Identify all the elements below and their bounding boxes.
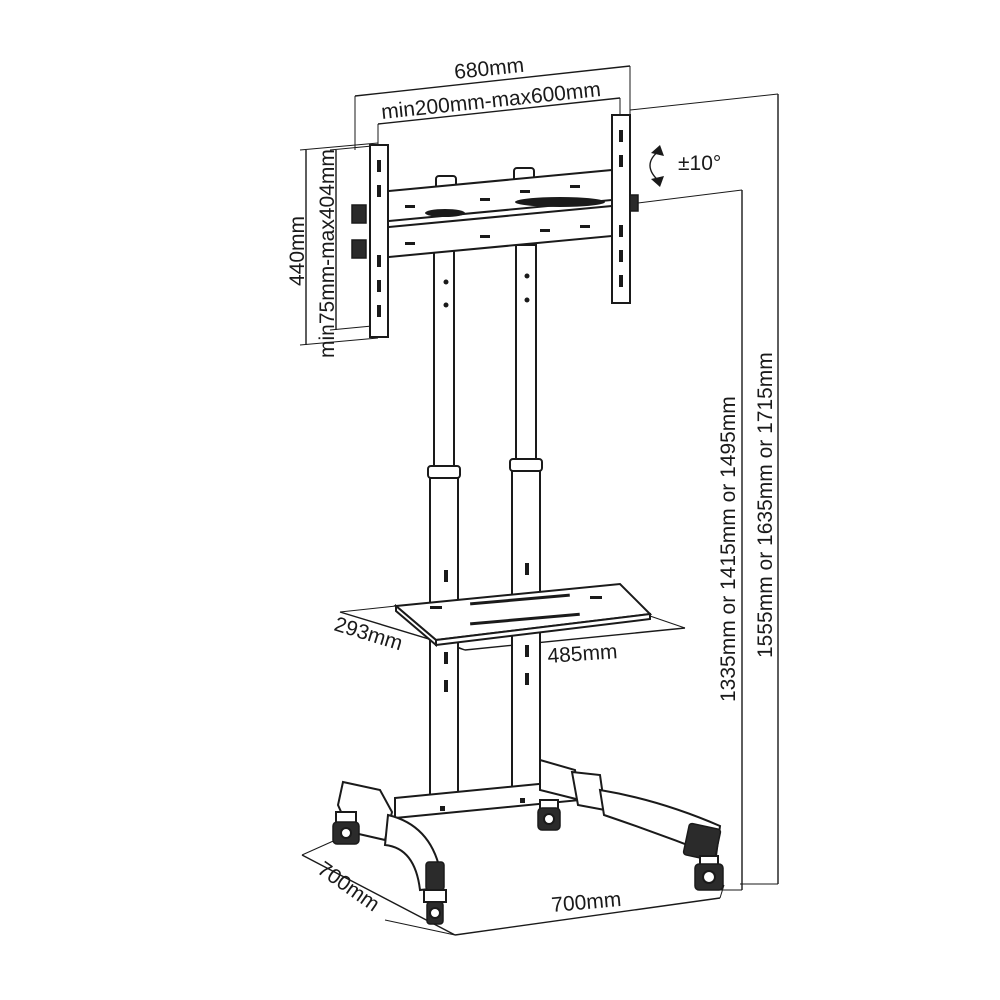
mount-crossbars (377, 168, 613, 260)
tilt-label: ±10° (678, 152, 721, 175)
shelf-width-label: 485mm (547, 640, 618, 668)
bracket-height-dimension: 440mm (286, 142, 379, 346)
vesa-width-label: min200mm-max600mm (380, 78, 602, 124)
vesa-arm-right (611, 114, 639, 304)
caster-back-right (537, 799, 561, 831)
column-left (427, 249, 461, 803)
tilt-indicator: ±10° (649, 145, 721, 187)
shelf (393, 582, 653, 648)
caster-front-left (423, 889, 447, 925)
base-depth-label: 700mm (313, 857, 384, 916)
height-dimensions: 1335mm or 1415mm or 1495mm 1555mm or 163… (629, 93, 779, 891)
shelf-depth-label: 293mm (332, 613, 406, 655)
vesa-height-dimension: min75mm-max404mm (316, 145, 373, 358)
vesa-arm-left (351, 144, 389, 338)
base-dimensions: 700mm 700mm (301, 837, 725, 936)
vesa-height-label: min75mm-max404mm (316, 149, 339, 358)
height-upper-label: 1555mm or 1635mm or 1715mm (754, 352, 777, 658)
overall-width-label: 680mm (453, 54, 525, 84)
base-leg-right (539, 758, 722, 862)
column-right (509, 244, 543, 801)
caster-front-right (694, 855, 724, 891)
caster-back-left (332, 811, 360, 845)
height-lower-label: 1335mm or 1415mm or 1495mm (717, 396, 740, 702)
bracket-height-label: 440mm (286, 216, 309, 286)
